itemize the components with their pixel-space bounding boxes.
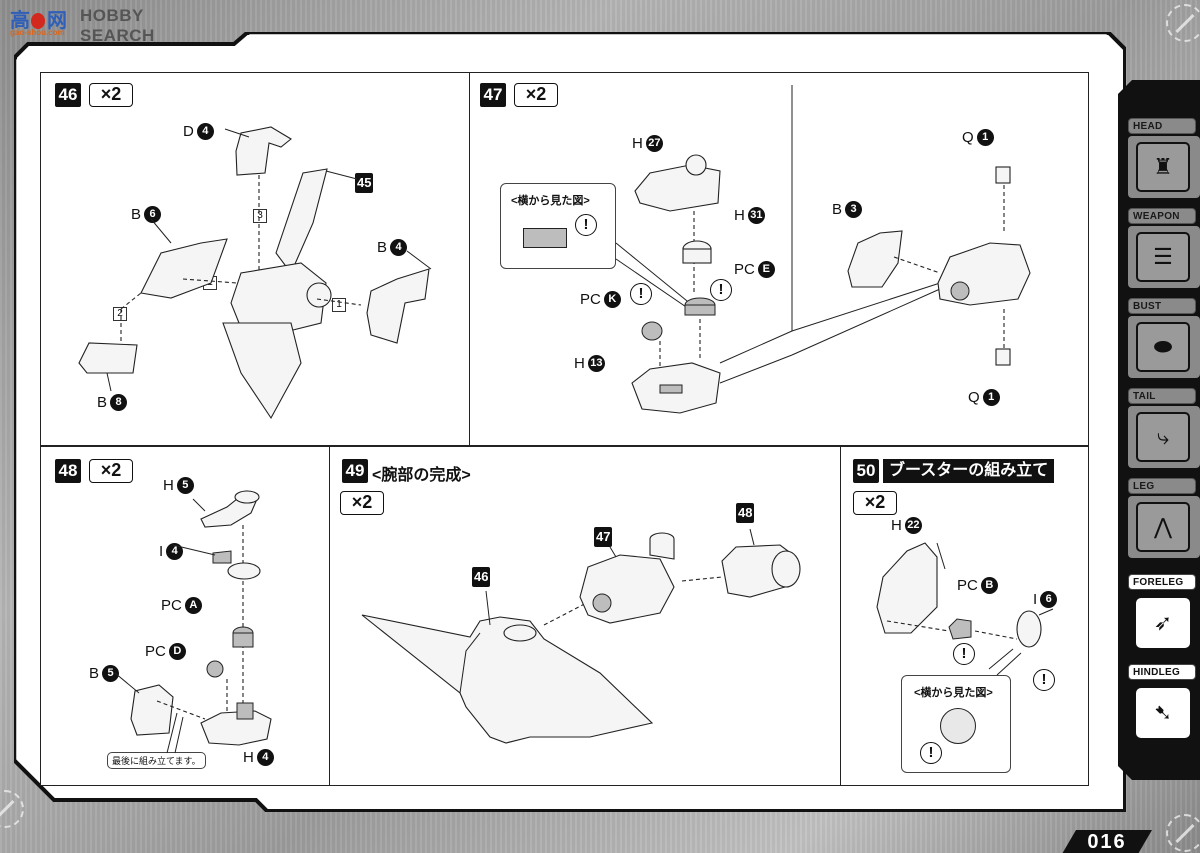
head-icon: ♜ <box>1136 142 1190 192</box>
page-number: 016 <box>1062 830 1152 853</box>
step-title: ブースターの組み立て <box>883 459 1055 483</box>
sidebar-item-label: WEAPON <box>1128 208 1196 224</box>
watermark-url: gao-shou.com <box>10 28 65 37</box>
ref-step-45: 45 <box>355 173 374 193</box>
step-number: 47 <box>480 83 506 107</box>
side-view-part <box>940 708 976 744</box>
step-47-illustration <box>615 85 1031 414</box>
side-view-title: <横から見た図> <box>511 195 590 207</box>
quantity-badge: ×2 <box>89 83 133 107</box>
foreleg-icon: ➶ <box>1136 598 1190 648</box>
quantity-badge: ×2 <box>340 491 384 515</box>
gear-icon <box>1166 4 1200 42</box>
caution-icon: ! <box>575 214 597 236</box>
quantity-badge: ×2 <box>89 459 133 483</box>
tail-icon: ⤷ <box>1136 412 1190 462</box>
caution-icon: ! <box>920 742 942 764</box>
sidebar-item-head[interactable]: HEAD ♜ <box>1128 118 1200 278</box>
quantity-badge: ×2 <box>514 83 558 107</box>
step-number: 48 <box>55 459 81 483</box>
sidebar-item-leg[interactable]: LEG ⋀ <box>1128 478 1200 638</box>
side-view-part <box>523 228 567 248</box>
step-title: <腕部の完成> <box>372 467 471 484</box>
assembly-note: 最後に組み立てます。 <box>107 752 206 769</box>
watermark: 高网 HOBBY SEARCH gao-shou.com <box>2 2 172 45</box>
step-48-illustration <box>114 490 272 754</box>
sidebar-item-label: TAIL <box>1128 388 1196 404</box>
order-marker: 3 <box>253 209 267 223</box>
step-50-illustration <box>876 542 1054 676</box>
sidebar-item-label: FORELEG <box>1128 574 1196 590</box>
sidebar-item-hindleg[interactable]: HINDLEG ➷ <box>1128 664 1200 824</box>
weapon-icon: ☰ <box>1136 232 1190 282</box>
sidebar-item-bust[interactable]: BUST ⬬ <box>1128 298 1200 458</box>
hindleg-icon: ➷ <box>1136 688 1190 738</box>
watermark-brand: HOBBY SEARCH <box>80 6 155 45</box>
ref-step-47: 47 <box>594 527 613 547</box>
side-view-callout: <横から見た図> ! <box>901 675 1011 773</box>
quantity-badge: ×2 <box>853 491 897 515</box>
caution-icon: ! <box>630 283 652 305</box>
sidebar-item-label: HINDLEG <box>1128 664 1196 680</box>
ref-step-48: 48 <box>736 503 755 523</box>
gear-icon <box>1166 814 1200 852</box>
sidebar-item-label: HEAD <box>1128 118 1196 134</box>
order-marker: 1 <box>332 298 346 312</box>
step-number: 46 <box>55 83 81 107</box>
caution-icon: ! <box>953 643 975 665</box>
step-46-illustration <box>78 126 432 420</box>
step-49-panel: 49 <腕部の完成> ×2 46 47 48 <box>329 446 841 786</box>
sidebar-item-foreleg[interactable]: FORELEG ➶ <box>1128 574 1200 734</box>
sidebar-item-weapon[interactable]: WEAPON ☰ <box>1128 208 1200 368</box>
ref-step-46: 46 <box>472 567 491 587</box>
sidebar-item-tail[interactable]: TAIL ⤷ <box>1128 388 1200 548</box>
step-46-panel: 46 ×2 D4 45 B6 B4 B8 1 1 2 3 <box>40 72 470 446</box>
side-view-callout: <横から見た図> ! <box>500 183 616 269</box>
watermark-logo: 高网 <box>10 8 67 32</box>
step-49-illustration <box>361 528 801 744</box>
step-number: 49 <box>342 459 368 483</box>
order-marker: 2 <box>113 307 127 321</box>
leg-icon: ⋀ <box>1136 502 1190 552</box>
step-number: 50 <box>853 459 879 483</box>
bust-icon: ⬬ <box>1136 322 1190 372</box>
sidebar-item-label: LEG <box>1128 478 1196 494</box>
side-view-title: <横から見た図> <box>914 687 993 699</box>
caution-icon: ! <box>1033 669 1055 691</box>
sidebar-item-label: BUST <box>1128 298 1196 314</box>
caution-icon: ! <box>710 279 732 301</box>
